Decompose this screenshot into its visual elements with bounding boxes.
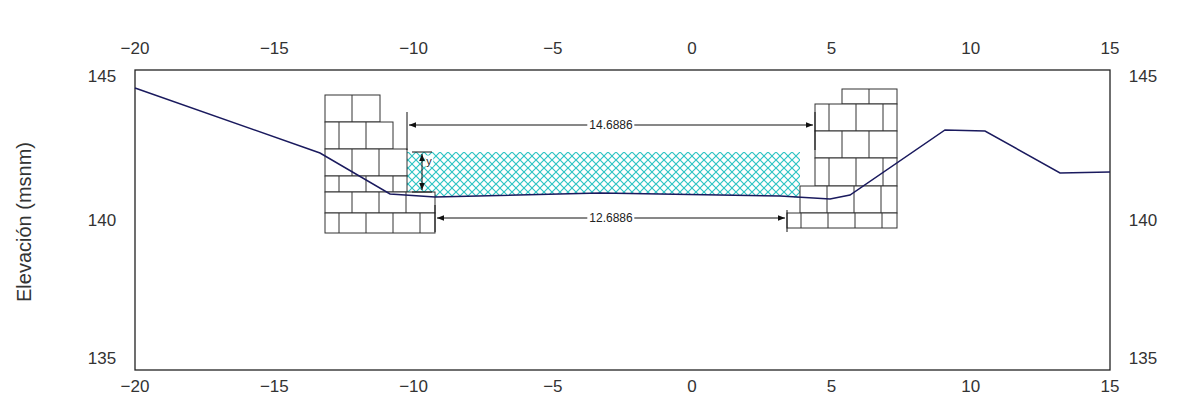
axis-tick-label: 0 (687, 40, 696, 57)
dimension-label: 12.6886 (587, 212, 634, 224)
axis-tick-label: 140 (1129, 212, 1157, 229)
axis-tick-label: 140 (88, 212, 116, 229)
axis-tick-label: 145 (88, 68, 116, 85)
plot-frame (135, 70, 1110, 370)
axis-tick-label: 135 (1129, 350, 1157, 367)
axis-tick-label: 0 (687, 378, 696, 395)
masonry-wall-left (325, 95, 435, 233)
axis-tick-label: 15 (1101, 378, 1120, 395)
axis-tick-label: −10 (399, 378, 428, 395)
axis-tick-label: 15 (1101, 40, 1120, 57)
axis-tick-label: 10 (961, 40, 980, 57)
axis-tick-label: 135 (88, 350, 116, 367)
axis-tick-label: −5 (543, 378, 562, 395)
axis-tick-label: −20 (121, 40, 150, 57)
axis-title: Elevación (msnm) (14, 142, 34, 302)
dimension-label: y (425, 156, 433, 167)
ground-profile (135, 88, 1110, 199)
dimension-lines (407, 112, 815, 232)
axis-tick-label: 5 (827, 40, 836, 57)
dimension-label: 14.6886 (587, 119, 634, 131)
axis-tick-label: −20 (121, 378, 150, 395)
axis-tick-label: −15 (260, 40, 289, 57)
water-area (407, 152, 800, 198)
axis-tick-label: 10 (961, 378, 980, 395)
axis-tick-label: 5 (827, 378, 836, 395)
axis-tick-label: −5 (543, 40, 562, 57)
axis-tick-label: −10 (399, 40, 428, 57)
axis-tick-label: 145 (1129, 68, 1157, 85)
axis-tick-label: −15 (260, 378, 289, 395)
masonry-wall-right (787, 89, 897, 228)
